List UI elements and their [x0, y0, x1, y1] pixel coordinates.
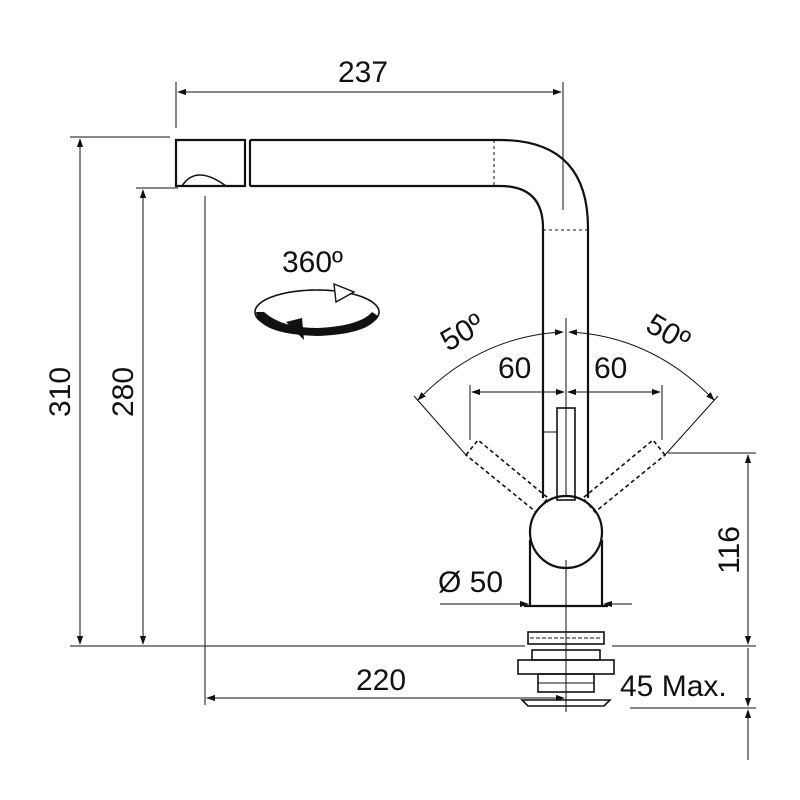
dimension-116: 116 — [612, 452, 756, 647]
spout-arm-inner — [250, 184, 545, 498]
spout-tip — [174, 138, 247, 188]
mixer-ball — [528, 494, 604, 570]
dimension-45-max: 45 Max. — [620, 648, 756, 760]
dimension-diameter: Ø 50 — [438, 566, 632, 608]
faucet-body — [528, 540, 604, 606]
lever-angle-arcs: 50º 50º — [413, 307, 719, 495]
lever-angle-right-label: 50º — [641, 307, 696, 358]
base-washer — [520, 699, 612, 707]
dimension-310-label: 310 — [44, 367, 77, 417]
lever-offsets: 60 60 — [469, 352, 663, 440]
rotation-label: 360º — [282, 246, 343, 279]
lever-offset-left-label: 60 — [498, 352, 531, 385]
spout-arm — [250, 138, 590, 498]
dimension-237-label: 237 — [338, 56, 388, 89]
dimension-280: 280 — [107, 187, 178, 645]
lever-right-position — [581, 438, 667, 514]
dimension-237: 237 — [175, 56, 564, 210]
rotate-arrow-icon — [254, 282, 380, 340]
lever-angle-left-label: 50º — [435, 307, 490, 358]
spout-aerator — [181, 174, 227, 187]
dimension-280-label: 280 — [107, 367, 140, 417]
dimension-diameter-label: Ø 50 — [438, 566, 503, 599]
dimension-45-max-label: 45 Max. — [620, 670, 727, 703]
faucet-outline — [174, 138, 667, 707]
lever-left-position — [464, 438, 550, 514]
dimension-310: 310 — [44, 136, 525, 647]
dimension-220: 220 — [204, 196, 567, 712]
lever-offset-right-label: 60 — [594, 352, 627, 385]
dimension-220-label: 220 — [356, 664, 406, 697]
dimension-116-label: 116 — [713, 526, 746, 574]
